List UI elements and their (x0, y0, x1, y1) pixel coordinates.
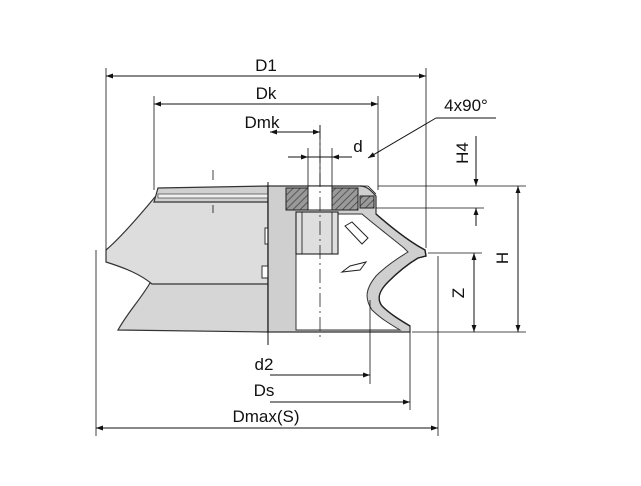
section-cavity (295, 213, 409, 331)
bellows-upper-body (105, 196, 269, 285)
label-ds: Ds (254, 381, 275, 400)
dim-d: d (288, 137, 363, 186)
cross-section (267, 185, 427, 333)
bellows-lower-lip (116, 282, 269, 333)
threaded-stem (295, 211, 339, 255)
label-d2: d2 (255, 355, 274, 374)
label-d1: D1 (255, 56, 277, 75)
wall-slot-lower (340, 261, 368, 273)
dim-d2: d2 (255, 300, 371, 384)
top-plate-band (157, 193, 269, 199)
label-h: H (493, 252, 512, 264)
dim-angle: 4x90° (367, 96, 496, 159)
insert-hatch-right (331, 187, 359, 211)
insert-hatch-rim (359, 195, 375, 209)
suction-cup-body (105, 170, 276, 333)
dim-h4: H4 (376, 136, 484, 226)
insert-hatch-left (285, 187, 309, 211)
dim-dmk: Dmk (245, 113, 321, 186)
dim-h: H (412, 185, 526, 333)
dim-ds: Ds (254, 332, 411, 410)
label-z: Z (449, 288, 468, 298)
label-dmax: Dmax(S) (232, 407, 299, 426)
dim-z: Z (428, 252, 482, 332)
dim-dmax: Dmax(S) (95, 250, 439, 436)
wall-slot-upper (344, 221, 369, 245)
dim-d1: D1 (105, 56, 427, 250)
label-angle: 4x90° (444, 96, 488, 115)
label-dmk: Dmk (245, 113, 280, 132)
dim-dk: Dk (153, 84, 379, 190)
label-dk: Dk (256, 84, 277, 103)
label-h4: H4 (453, 142, 472, 164)
label-d: d (353, 137, 362, 156)
